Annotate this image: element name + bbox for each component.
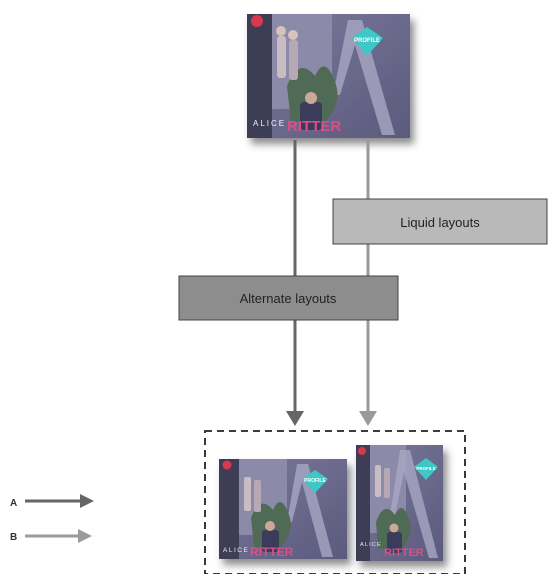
liquid-layouts-box: Liquid layouts [332,198,548,245]
alternate-layouts-box: Alternate layouts [178,275,399,321]
liquid-badge-text: PROFILE [416,466,436,471]
liquid-first-name: ALICE [360,542,382,548]
alt-last-name: RITTER [250,545,294,559]
source-first-name: ALICE [253,119,286,128]
alt-badge-text: PROFILE [304,478,326,484]
legend-b: B [10,529,92,543]
legend-a-label: A [10,498,17,509]
source-last-name: RITTER [287,118,341,135]
legend-a: A [10,494,94,509]
liquid-last-name: RITTER [384,547,424,559]
alt-first-name: ALICE [223,547,249,554]
source-cover: PROFILE ALICE RITTER [247,14,410,138]
liquid-layouts-label: Liquid layouts [400,215,480,230]
alternate-layouts-label: Alternate layouts [240,291,337,306]
source-badge-text: PROFILE [354,38,380,44]
output-container [204,430,466,574]
alternate-layout-cover: PROFILE ALICE RITTER [219,459,347,559]
legend-b-label: B [10,532,17,543]
liquid-layout-cover: PROFILE ALICE RITTER [356,445,443,561]
